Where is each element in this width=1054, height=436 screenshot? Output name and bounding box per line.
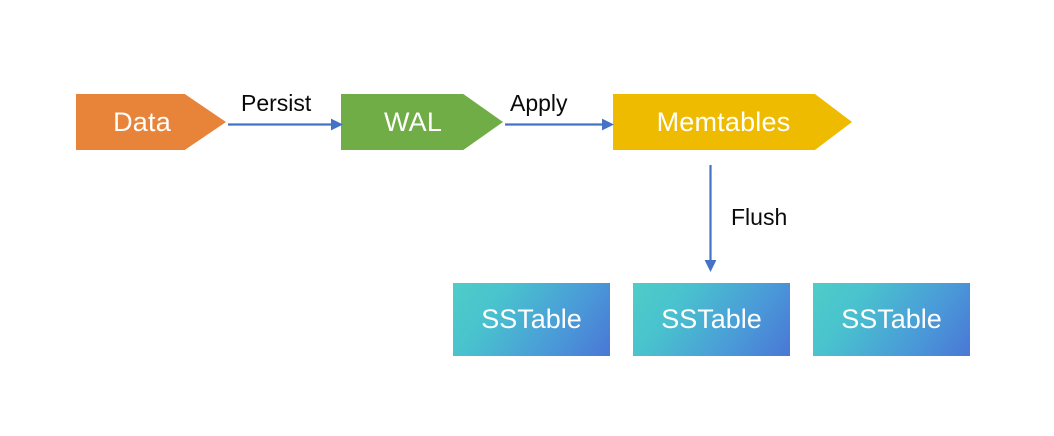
edge-apply-arrow — [505, 118, 614, 131]
node-data[interactable]: Data — [76, 94, 226, 150]
edge-persist-arrow — [228, 118, 343, 131]
node-data-label: Data — [113, 106, 171, 137]
node-sstable-3[interactable]: SSTable — [813, 283, 970, 356]
node-wal[interactable]: WAL — [341, 94, 503, 150]
node-memtables-label: Memtables — [656, 106, 791, 137]
node-sstable-2-label: SSTable — [661, 304, 762, 334]
node-sstable-2[interactable]: SSTable — [633, 283, 790, 356]
edge-flush-arrow — [704, 165, 717, 272]
node-wal-label: WAL — [383, 106, 443, 137]
edge-flush-label: Flush — [731, 204, 788, 230]
edge-apply-label: Apply — [510, 90, 568, 116]
node-sstable-1[interactable]: SSTable — [453, 283, 610, 356]
edge-persist-label: Persist — [241, 90, 312, 116]
node-sstable-3-label: SSTable — [841, 304, 942, 334]
node-memtables[interactable]: Memtables — [613, 94, 852, 150]
node-sstable-1-label: SSTable — [481, 304, 582, 334]
